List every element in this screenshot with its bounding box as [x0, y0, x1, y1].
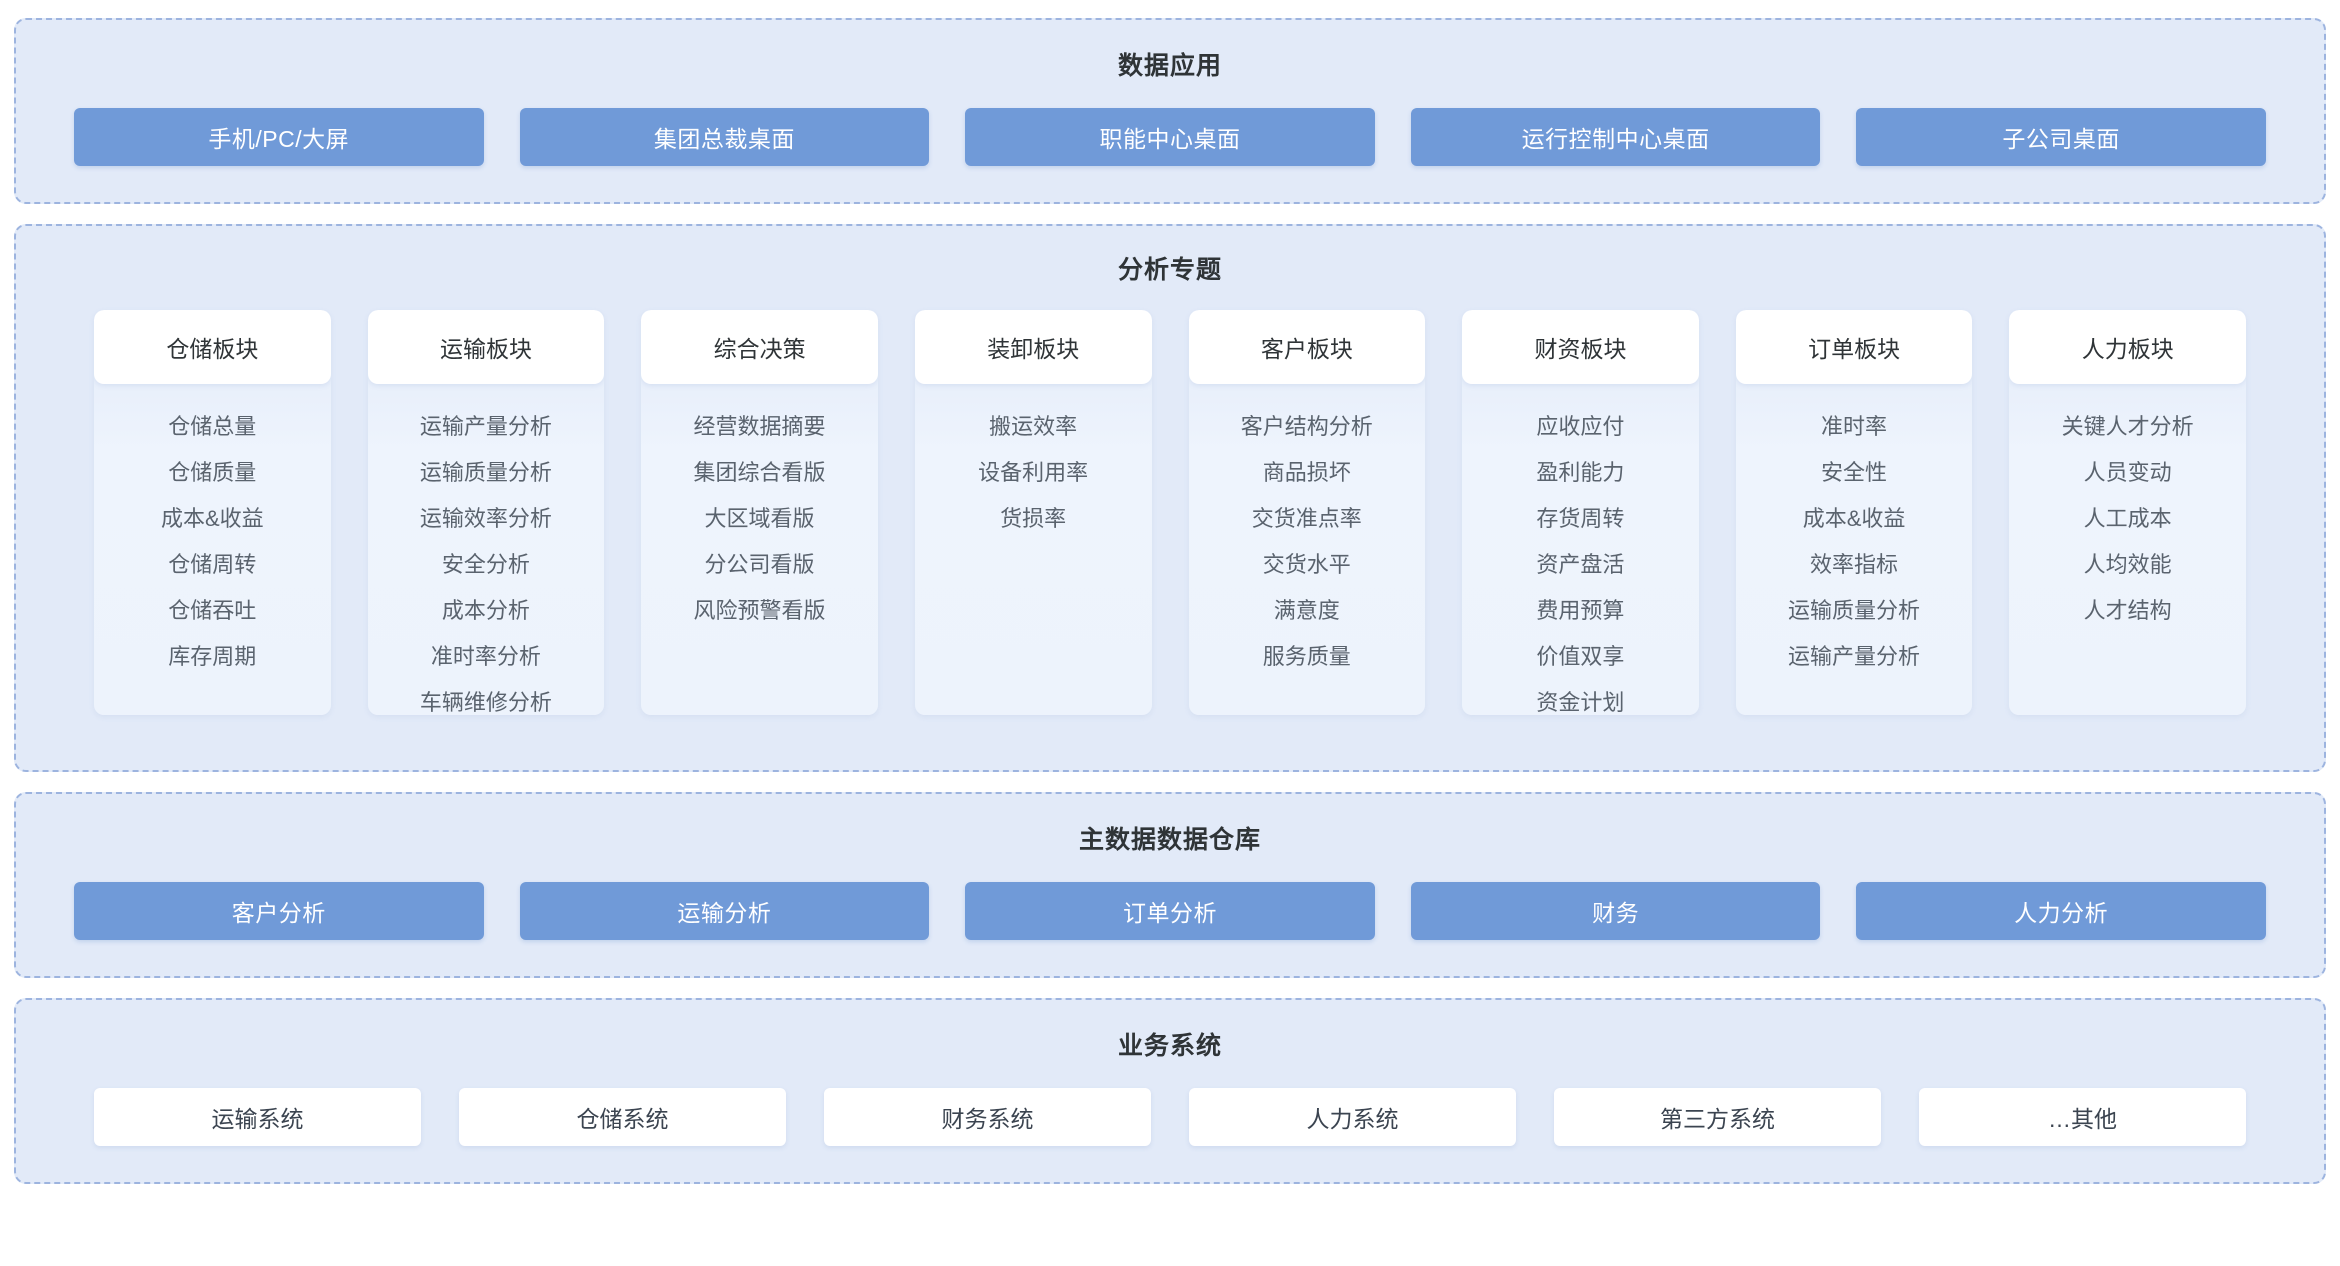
analysis-card-title: 人力板块: [2009, 310, 2246, 384]
analysis-card-item[interactable]: 服务质量: [1262, 644, 1351, 669]
analysis-card-title: 综合决策: [641, 310, 878, 384]
analysis-card-item[interactable]: 风险预警看版: [693, 598, 826, 623]
analysis-card-body: 运输产量分析 运输质量分析 运输效率分析 安全分析 成本分析 准时率分析 车辆维…: [368, 384, 605, 715]
business-system-item[interactable]: 第三方系统: [1554, 1088, 1881, 1146]
analysis-card-item[interactable]: 商品损坏: [1262, 460, 1351, 485]
analysis-card[interactable]: 仓储板块 仓储总量 仓储质量 成本&收益 仓储周转 仓储吞吐 库存周期: [94, 310, 331, 715]
analysis-card-item[interactable]: 准时率分析: [430, 644, 541, 669]
section-analysis-topics: 分析专题 仓储板块 仓储总量 仓储质量 成本&收益 仓储周转 仓储吞吐 库存周期…: [14, 224, 2326, 772]
analysis-card[interactable]: 运输板块 运输产量分析 运输质量分析 运输效率分析 安全分析 成本分析 准时率分…: [367, 310, 605, 715]
master-data-warehouse-item[interactable]: 财务: [1410, 882, 1821, 940]
analysis-card-body: 经营数据摘要 集团综合看版 大区域看版 分公司看版 风险预警看版: [641, 384, 878, 634]
section-master-data-warehouse: 主数据数据仓库 客户分析 运输分析 订单分析 财务 人力分析: [14, 792, 2326, 978]
data-application-item[interactable]: 子公司桌面: [1856, 108, 2266, 166]
section-title-business-systems: 业务系统: [1117, 1032, 1222, 1060]
analysis-card-item[interactable]: 货损率: [1000, 506, 1067, 531]
analysis-card-item[interactable]: 效率指标: [1810, 552, 1899, 577]
master-data-warehouse-item[interactable]: 运输分析: [519, 882, 930, 940]
analysis-card-item[interactable]: 大区域看版: [704, 506, 815, 531]
analysis-card-item[interactable]: 成本分析: [441, 598, 530, 623]
analysis-card-item[interactable]: 交货准点率: [1251, 506, 1362, 531]
analysis-card-title: 财资板块: [1462, 310, 1699, 384]
analysis-card-item[interactable]: 经营数据摘要: [693, 414, 826, 439]
analysis-card-item[interactable]: 人才结构: [2083, 598, 2172, 623]
data-application-item-row: 手机/PC/大屏 集团总裁桌面 职能中心桌面 运行控制中心桌面 子公司桌面: [16, 108, 2324, 166]
section-data-application: 数据应用 手机/PC/大屏 集团总裁桌面 职能中心桌面 运行控制中心桌面 子公司…: [14, 18, 2326, 204]
analysis-card-item[interactable]: 库存周期: [168, 644, 257, 669]
analysis-card-item[interactable]: 盈利能力: [1536, 460, 1625, 485]
section-title-analysis-topics: 分析专题: [1117, 256, 1222, 284]
business-systems-item-row: 运输系统 仓储系统 财务系统 人力系统 第三方系统 …其他: [16, 1088, 2324, 1146]
analysis-card-item[interactable]: 关键人才分析: [2061, 414, 2194, 439]
analysis-card-item[interactable]: 分公司看版: [704, 552, 815, 577]
analysis-card-item[interactable]: 人工成本: [2083, 506, 2172, 531]
business-system-item[interactable]: 运输系统: [94, 1088, 421, 1146]
analysis-card-item[interactable]: 仓储周转: [168, 552, 257, 577]
analysis-card-item[interactable]: 安全分析: [441, 552, 530, 577]
analysis-card-body: 搬运效率 设备利用率 货损率: [915, 384, 1152, 542]
analysis-card-item[interactable]: 交货水平: [1262, 552, 1351, 577]
analysis-card-item[interactable]: 存货周转: [1536, 506, 1625, 531]
master-data-warehouse-item[interactable]: 客户分析: [74, 882, 484, 940]
analysis-card-body: 准时率 安全性 成本&收益 效率指标 运输质量分析 运输产量分析: [1736, 384, 1973, 680]
analysis-card-item[interactable]: 价值双享: [1536, 644, 1625, 669]
analysis-card[interactable]: 财资板块 应收应付 盈利能力 存货周转 资产盘活 费用预算 价值双享 资金计划: [1462, 310, 1699, 715]
section-title-data-application: 数据应用: [1117, 52, 1222, 80]
analysis-card-body: 应收应付 盈利能力 存货周转 资产盘活 费用预算 价值双享 资金计划: [1462, 384, 1699, 715]
analysis-card-title: 运输板块: [367, 310, 605, 384]
analysis-card[interactable]: 订单板块 准时率 安全性 成本&收益 效率指标 运输质量分析 运输产量分析: [1735, 310, 1973, 715]
analysis-card-body: 仓储总量 仓储质量 成本&收益 仓储周转 仓储吞吐 库存周期: [94, 384, 331, 680]
section-title-master-data-warehouse: 主数据数据仓库: [1078, 826, 1261, 854]
analysis-card-item[interactable]: 资金计划: [1536, 690, 1625, 715]
analysis-card[interactable]: 综合决策 经营数据摘要 集团综合看版 大区域看版 分公司看版 风险预警看版: [641, 310, 878, 715]
analysis-card-item[interactable]: 搬运效率: [989, 414, 1078, 439]
analysis-card-item[interactable]: 成本&收益: [160, 506, 264, 531]
business-system-item[interactable]: 仓储系统: [459, 1088, 786, 1146]
analysis-card-item[interactable]: 人均效能: [2083, 552, 2172, 577]
analysis-card-item[interactable]: 设备利用率: [978, 460, 1089, 485]
analysis-card-item[interactable]: 运输效率分析: [419, 506, 552, 531]
analysis-card-item[interactable]: 运输产量分析: [419, 414, 552, 439]
analysis-card[interactable]: 客户板块 客户结构分析 商品损坏 交货准点率 交货水平 满意度 服务质量: [1188, 310, 1426, 715]
analysis-card-item[interactable]: 客户结构分析: [1240, 414, 1373, 439]
analysis-card-body: 关键人才分析 人员变动 人工成本 人均效能 人才结构: [2009, 384, 2246, 634]
section-business-systems: 业务系统 运输系统 仓储系统 财务系统 人力系统 第三方系统 …其他: [14, 998, 2326, 1184]
analysis-card-item[interactable]: 车辆维修分析: [419, 690, 552, 715]
master-data-warehouse-item[interactable]: 人力分析: [1856, 882, 2266, 940]
analysis-card-title: 仓储板块: [94, 310, 331, 384]
data-application-item[interactable]: 运行控制中心桌面: [1410, 108, 1821, 166]
analysis-card-item[interactable]: 准时率: [1821, 414, 1888, 439]
analysis-card-item[interactable]: 运输质量分析: [419, 460, 552, 485]
analysis-card-item[interactable]: 费用预算: [1536, 598, 1625, 623]
analysis-card-item[interactable]: 集团综合看版: [693, 460, 826, 485]
analysis-card-title: 订单板块: [1735, 310, 1973, 384]
business-system-item[interactable]: …其他: [1919, 1088, 2246, 1146]
data-application-item[interactable]: 集团总裁桌面: [519, 108, 930, 166]
analysis-card-item[interactable]: 应收应付: [1536, 414, 1625, 439]
analysis-card-item[interactable]: 满意度: [1273, 598, 1340, 623]
analysis-card-item[interactable]: 仓储质量: [168, 460, 257, 485]
analysis-card-item[interactable]: 成本&收益: [1802, 506, 1906, 531]
analysis-card-item[interactable]: 人员变动: [2083, 460, 2172, 485]
analysis-card[interactable]: 装卸板块 搬运效率 设备利用率 货损率: [914, 310, 1152, 715]
analysis-card-row: 仓储板块 仓储总量 仓储质量 成本&收益 仓储周转 仓储吞吐 库存周期 运输板块…: [16, 310, 2324, 715]
business-system-item[interactable]: 人力系统: [1189, 1088, 1516, 1146]
analysis-card-item[interactable]: 运输产量分析: [1788, 644, 1921, 669]
data-application-item[interactable]: 手机/PC/大屏: [74, 108, 484, 166]
analysis-card-item[interactable]: 仓储吞吐: [168, 598, 257, 623]
analysis-card-item[interactable]: 运输质量分析: [1788, 598, 1921, 623]
analysis-card-item[interactable]: 仓储总量: [168, 414, 257, 439]
master-data-warehouse-item-row: 客户分析 运输分析 订单分析 财务 人力分析: [16, 882, 2324, 940]
data-application-item[interactable]: 职能中心桌面: [965, 108, 1375, 166]
master-data-warehouse-item[interactable]: 订单分析: [965, 882, 1375, 940]
analysis-card-item[interactable]: 资产盘活: [1536, 552, 1625, 577]
business-system-item[interactable]: 财务系统: [824, 1088, 1151, 1146]
analysis-card-title: 装卸板块: [914, 310, 1152, 384]
analysis-card-title: 客户板块: [1188, 310, 1426, 384]
analysis-card-body: 客户结构分析 商品损坏 交货准点率 交货水平 满意度 服务质量: [1189, 384, 1426, 680]
analysis-card-item[interactable]: 安全性: [1821, 460, 1888, 485]
analysis-card[interactable]: 人力板块 关键人才分析 人员变动 人工成本 人均效能 人才结构: [2009, 310, 2246, 715]
